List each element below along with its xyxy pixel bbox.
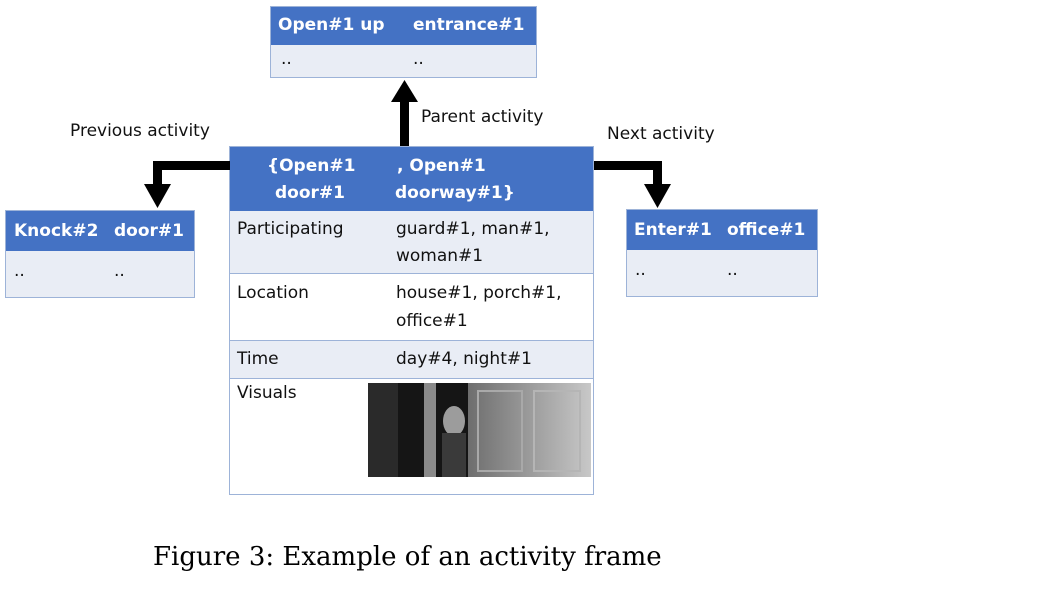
previous-activity-object: door#1 bbox=[114, 221, 184, 241]
visual-still-image bbox=[368, 383, 591, 477]
time-value: day#4, night#1 bbox=[396, 349, 532, 369]
next-activity-object: office#1 bbox=[727, 220, 806, 240]
next-activity-header: Enter#1 office#1 bbox=[627, 210, 817, 250]
previous-connector-vertical bbox=[153, 161, 162, 185]
header-right-line2: doorway#1} bbox=[395, 183, 515, 203]
location-row: Location house#1, porch#1, office#1 bbox=[230, 274, 593, 341]
location-value-line2: office#1 bbox=[396, 311, 468, 331]
door-scene-graphic bbox=[368, 383, 591, 477]
visuals-label: Visuals bbox=[237, 383, 297, 403]
parent-connector-line bbox=[400, 100, 409, 146]
next-activity-cell-1: .. bbox=[635, 260, 646, 280]
parent-activity-cell-2: .. bbox=[413, 49, 424, 69]
previous-activity-row: .. .. bbox=[6, 251, 194, 297]
previous-activity-header: Knock#2 door#1 bbox=[6, 211, 194, 251]
previous-activity-verb: Knock#2 bbox=[14, 221, 99, 241]
next-activity-label: Next activity bbox=[607, 124, 715, 144]
participating-value-line2: woman#1 bbox=[396, 246, 484, 266]
time-label: Time bbox=[237, 349, 279, 369]
previous-connector-horizontal bbox=[153, 161, 230, 170]
parent-activity-table: Open#1 up entrance#1 .. .. bbox=[270, 6, 537, 78]
next-arrow-head-icon bbox=[644, 184, 671, 208]
parent-activity-row: .. .. bbox=[271, 45, 536, 77]
previous-activity-cell-1: .. bbox=[14, 261, 25, 281]
participating-value-line1: guard#1, man#1, bbox=[396, 219, 550, 239]
parent-arrow-head-icon bbox=[391, 80, 418, 102]
next-activity-cell-2: .. bbox=[727, 260, 738, 280]
main-activity-frame: {Open#1 door#1 , Open#1 doorway#1} Parti… bbox=[229, 146, 594, 495]
header-left-line2: door#1 bbox=[275, 183, 345, 203]
next-activity-verb: Enter#1 bbox=[634, 220, 712, 240]
parent-activity-label: Parent activity bbox=[421, 107, 544, 127]
figure-caption: Figure 3: Example of an activity frame bbox=[153, 542, 662, 572]
next-activity-table: Enter#1 office#1 .. .. bbox=[626, 209, 818, 297]
previous-activity-cell-2: .. bbox=[114, 261, 125, 281]
previous-activity-label: Previous activity bbox=[70, 121, 210, 141]
next-connector-horizontal bbox=[594, 161, 662, 170]
previous-arrow-head-icon bbox=[144, 184, 171, 208]
location-label: Location bbox=[237, 283, 309, 303]
parent-activity-cell-1: .. bbox=[281, 49, 292, 69]
time-row: Time day#4, night#1 bbox=[230, 341, 593, 379]
participating-label: Participating bbox=[237, 219, 344, 239]
header-left-line1: {Open#1 bbox=[267, 156, 356, 176]
main-activity-header: {Open#1 door#1 , Open#1 doorway#1} bbox=[230, 147, 593, 211]
parent-activity-header: Open#1 up entrance#1 bbox=[271, 7, 536, 45]
header-right-line1: , Open#1 bbox=[397, 156, 486, 176]
participating-row: Participating guard#1, man#1, woman#1 bbox=[230, 211, 593, 274]
parent-activity-object: entrance#1 bbox=[413, 15, 525, 35]
previous-activity-table: Knock#2 door#1 .. .. bbox=[5, 210, 195, 298]
next-connector-vertical bbox=[653, 161, 662, 185]
next-activity-row: .. .. bbox=[627, 250, 817, 296]
parent-activity-verb: Open#1 up bbox=[278, 15, 385, 35]
location-value-line1: house#1, porch#1, bbox=[396, 283, 562, 303]
